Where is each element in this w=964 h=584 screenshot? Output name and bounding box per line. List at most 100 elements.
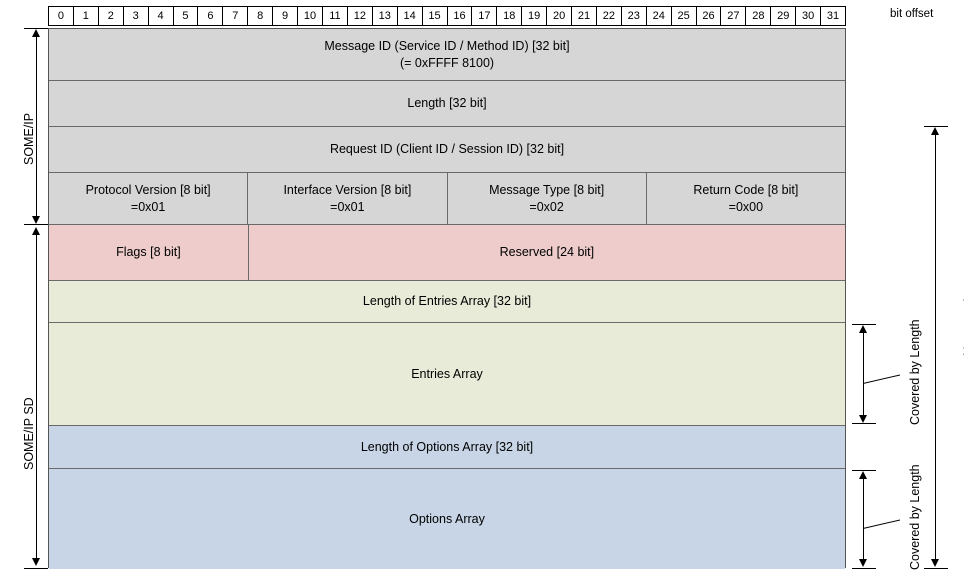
field-value: (= 0xFFFF 8100) — [399, 55, 495, 70]
bit-tick: 1 — [74, 7, 99, 25]
bit-tick: 3 — [124, 7, 149, 25]
field-row-length: Length [32 bit] — [49, 81, 845, 127]
bit-offset-ruler: 0 1 2 3 4 5 6 7 8 9 10 11 12 13 14 15 16… — [48, 6, 846, 26]
bit-tick: 11 — [323, 7, 348, 25]
bit-tick: 13 — [373, 7, 398, 25]
entries-covered-arrow-top — [859, 325, 867, 333]
bit-tick: 22 — [597, 7, 622, 25]
field-cell: Flags [8 bit] — [49, 225, 249, 280]
bit-tick: 21 — [572, 7, 597, 25]
bit-tick: 5 — [174, 7, 199, 25]
payload-covered-arrow-top — [931, 127, 939, 135]
entries-covered-leader — [862, 374, 901, 384]
field-label: Message Type [8 bit] — [489, 182, 605, 197]
someip-bracket-line — [36, 36, 37, 216]
payload-covered-tick-bottom — [924, 568, 948, 569]
field-cell: Length of Options Array [32 bit] — [49, 426, 845, 468]
field-label: Protocol Version [8 bit] — [85, 182, 211, 197]
someip-sd-bracket-arrow-bottom — [32, 558, 40, 566]
field-row-length-of-entries-array: Length of Entries Array [32 bit] — [49, 281, 845, 323]
field-cell: Options Array — [49, 469, 845, 569]
field-row-length-of-options-array: Length of Options Array [32 bit] — [49, 426, 845, 469]
bit-tick: 10 — [298, 7, 323, 25]
field-cell: Protocol Version [8 bit] =0x01 — [49, 173, 249, 224]
field-label: Options Array — [409, 511, 485, 526]
field-value: =0x01 — [130, 199, 166, 214]
bit-tick: 17 — [472, 7, 498, 25]
entries-covered-tick-top — [852, 324, 876, 325]
field-label: Flags [8 bit] — [116, 245, 181, 259]
bit-tick: 23 — [622, 7, 647, 25]
options-covered-line — [863, 478, 864, 560]
bit-tick: 9 — [273, 7, 299, 25]
bit-tick: 26 — [697, 7, 722, 25]
field-row-message-id: Message ID (Service ID / Method ID) [32 … — [49, 29, 845, 81]
bit-tick: 19 — [522, 7, 548, 25]
field-value: =0x00 — [728, 199, 764, 214]
bit-tick: 12 — [348, 7, 373, 25]
bit-tick: 27 — [721, 7, 747, 25]
field-label: Reserved [24 bit] — [499, 245, 595, 259]
field-cell: Interface Version [8 bit] =0x01 — [248, 173, 448, 224]
field-label: Length of Options Array [32 bit] — [360, 439, 534, 454]
field-label: Length [32 bit] — [407, 96, 487, 110]
someip-bracket-tick-top — [24, 28, 48, 29]
options-covered-label: Covered by Length — [908, 464, 922, 570]
options-covered-leader — [862, 519, 901, 529]
bit-tick: 16 — [448, 7, 473, 25]
field-value: =0x01 — [330, 199, 365, 214]
field-cell: Request ID (Client ID / Session ID) [32 … — [49, 127, 845, 172]
field-row-request-id: Request ID (Client ID / Session ID) [32 … — [49, 127, 845, 173]
entries-covered-label: Covered by Length — [908, 319, 922, 425]
field-cell: Message Type [8 bit] =0x02 — [448, 173, 647, 224]
field-label: Entries Array — [411, 366, 483, 381]
field-row-options-array: Options Array — [49, 469, 845, 569]
bit-tick: 0 — [49, 7, 74, 25]
options-covered-arrow-bottom — [859, 559, 867, 567]
bit-tick: 25 — [672, 7, 697, 25]
bit-tick: 29 — [771, 7, 797, 25]
field-row-entries-array: Entries Array — [49, 323, 845, 426]
field-cell: Length [32 bit] — [49, 81, 845, 126]
bit-tick: 6 — [198, 7, 224, 25]
someip-bracket-arrow-top — [32, 29, 40, 37]
field-value: =0x02 — [529, 199, 564, 214]
someip-sd-bracket-label: SOME/IP SD — [22, 397, 36, 470]
options-covered-tick-top — [852, 470, 876, 471]
someip-sd-bracket-arrow-top — [32, 227, 40, 235]
field-cell: Length of Entries Array [32 bit] — [49, 281, 845, 322]
options-covered-tick-bottom — [852, 568, 876, 569]
bit-tick: 30 — [796, 7, 822, 25]
entries-covered-tick-bottom — [852, 423, 876, 424]
field-label: Message ID (Service ID / Method ID) [32 … — [324, 38, 570, 53]
field-label: Interface Version [8 bit] — [283, 182, 412, 197]
bit-offset-caption: bit offset — [890, 8, 934, 20]
field-cell: Reserved [24 bit] — [249, 225, 845, 280]
bit-tick: 14 — [398, 7, 423, 25]
bit-tick: 15 — [423, 7, 448, 25]
packet-field-table: Message ID (Service ID / Method ID) [32 … — [48, 28, 846, 569]
someip-bracket-tick-bottom — [24, 224, 48, 225]
payload-covered-line — [935, 134, 936, 560]
bit-tick: 24 — [647, 7, 672, 25]
field-cell: Return Code [8 bit] =0x00 — [647, 173, 845, 224]
bit-tick: 7 — [223, 7, 249, 25]
field-label: Length of Entries Array [32 bit] — [362, 294, 532, 308]
entries-covered-line — [863, 332, 864, 416]
someip-bracket-arrow-bottom — [32, 216, 40, 224]
options-covered-arrow-top — [859, 471, 867, 479]
payload-covered-tick-top — [924, 126, 948, 127]
bit-tick: 2 — [99, 7, 124, 25]
bit-tick: 4 — [149, 7, 174, 25]
bit-tick: 20 — [547, 7, 573, 25]
field-cell: Entries Array — [49, 323, 845, 425]
field-row-flags-reserved: Flags [8 bit] Reserved [24 bit] — [49, 225, 845, 281]
field-label: Return Code [8 bit] — [693, 182, 799, 197]
bit-tick: 28 — [746, 7, 772, 25]
field-label: Request ID (Client ID / Session ID) [32 … — [329, 142, 565, 156]
bit-tick: 31 — [826, 10, 840, 22]
field-cell: Message ID (Service ID / Method ID) [32 … — [49, 29, 845, 80]
someip-sd-bracket-tick-bottom — [24, 568, 48, 569]
